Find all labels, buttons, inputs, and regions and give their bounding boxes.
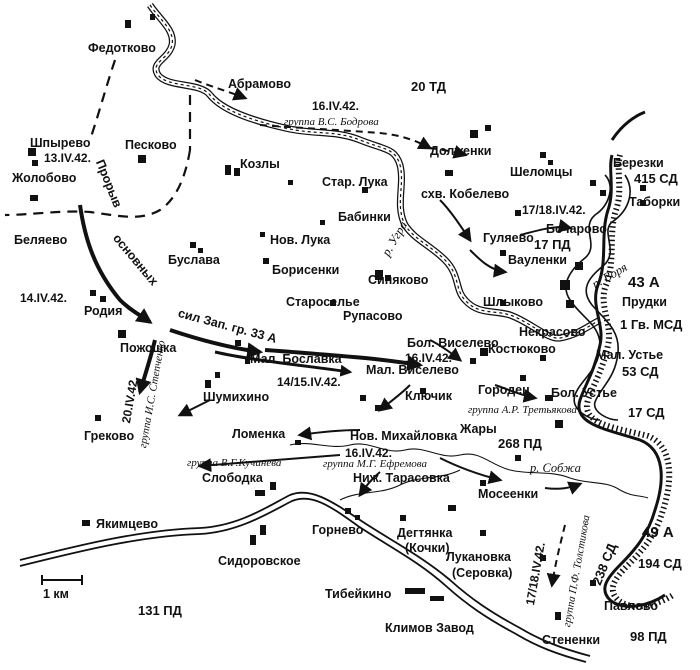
village-skh-kobelevo: схв. Кобелево — [421, 187, 510, 201]
date-14-iv: 14.IV.42. — [20, 291, 67, 305]
village-shpyrevo: Шпырево — [30, 136, 91, 150]
unit-17-pd-north: 17 ПД — [534, 237, 571, 252]
arrow-kluchik — [214, 350, 353, 377]
village-prudki: Прудки — [622, 295, 667, 309]
village-degtyanka: Дегтянка — [397, 526, 453, 540]
village-serovka: (Серовка) — [452, 566, 513, 580]
village-fedotkovo: Федотково — [88, 41, 156, 55]
village-yakimtsevo: Якимцево — [96, 517, 158, 531]
village-zholobovo: Жолобово — [12, 171, 77, 185]
village-rupasovo: Рупасово — [343, 309, 403, 323]
date-16-iv-bol: 16.IV.42. — [405, 351, 452, 365]
village-slobodka: Слободка — [202, 471, 263, 485]
village-star-luka: Стар. Лука — [322, 175, 388, 189]
unit-17-sd: 17 СД — [628, 405, 665, 420]
village-dolzhenki: Долженки — [430, 144, 492, 158]
sozha-stream-2 — [339, 469, 461, 501]
village-mal-ustye: Мал. Устье — [596, 348, 664, 362]
unit-268-pd: 268 ПД — [498, 436, 542, 451]
solid-arrows — [177, 199, 583, 498]
date-16-iv-mid: 16.IV.42. — [345, 446, 392, 460]
scale-label: 1 км — [43, 587, 69, 601]
date-17-18-iv-top: 17/18.IV.42. — [522, 203, 586, 217]
village-pozhoshka: Пожошка — [120, 341, 177, 355]
village-zhary: Жары — [460, 422, 497, 436]
village-shelomtsy: Шеломцы — [510, 165, 573, 179]
village-babinki: Бабинки — [338, 210, 391, 224]
village-shumikhino: Шумихино — [203, 390, 270, 404]
date-16-iv-top: 16.IV.42. — [312, 99, 359, 113]
village-peskovo: Песково — [125, 138, 177, 152]
village-taborki: Таборки — [629, 195, 681, 209]
group-kuchinev: группа В.Г.Кучинева — [187, 457, 282, 469]
scale-bar — [41, 575, 83, 585]
village-sinyakovo: Синяково — [368, 273, 429, 287]
village-gulyaevo: Гуляево — [483, 231, 534, 245]
village-gornevo: Горнево — [312, 523, 364, 537]
unit-49-a: 49 А — [642, 524, 674, 541]
village-buslava: Буслава — [168, 253, 220, 267]
village-mosenki: Мосеенки — [478, 487, 539, 501]
railway — [19, 491, 591, 663]
village-nov-luka: Нов. Лука — [270, 233, 331, 247]
group-efremov: группа М.Г. Ефремова — [323, 458, 427, 470]
dashed-lines — [4, 59, 192, 218]
sozha-stream — [289, 443, 649, 499]
unit-43-a: 43 А — [628, 274, 660, 291]
village-bol-viselevo: Бол. Виселево — [407, 336, 499, 350]
village-nov-mikhaylovka: Нов. Михайловка — [350, 429, 458, 443]
village-sidorovskoe: Сидоровское — [218, 554, 301, 568]
front-line — [577, 154, 675, 610]
village-grekovo: Греково — [84, 429, 135, 443]
village-belyaevo: Беляево — [14, 233, 68, 247]
date-13-iv: 13.IV.42. — [44, 151, 91, 165]
village-lomenka: Ломенка — [232, 427, 286, 441]
village-berezki: Березки — [613, 156, 664, 170]
unit-194-sd: 194 СД — [638, 556, 682, 571]
river-sozha-label: р. Собжа — [530, 461, 581, 475]
village-borisenki: Борисенки — [272, 263, 340, 277]
village-shlykovo: Шлыково — [483, 295, 544, 309]
village-staroselye: Староселье — [286, 295, 360, 309]
breakthrough-arrows — [78, 204, 424, 396]
village-klimov-zavod: Климов Завод — [385, 621, 474, 635]
ugra-river — [147, 2, 602, 342]
unit-20-td: 20 ТД — [411, 79, 446, 94]
village-vaulenki: Вауленки — [508, 253, 567, 267]
group-bodrov: группа В.С. Бодрова — [284, 116, 379, 128]
village-lukanovka: Лукановка — [446, 550, 512, 564]
front-line-ne — [610, 110, 646, 141]
village-kozly: Козлы — [240, 157, 280, 171]
village-kostyukovo: Костюково — [488, 342, 556, 356]
village-mal-boslavka: Мал. Бославка — [250, 352, 342, 366]
unit-131-pd: 131 ПД — [138, 603, 182, 618]
village-nekrasovo: Некрасово — [519, 325, 586, 339]
unit-98-pd: 98 ПД — [630, 629, 667, 644]
village-nizh-tarasovka: Ниж. Тарасовка — [353, 471, 450, 485]
group-tretyakov: группа А.Р. Третьякова — [468, 404, 577, 416]
village-klyuchik: Ключик — [405, 389, 452, 403]
village-tibeykino: Тибейкино — [325, 587, 392, 601]
village-gorodets: Городец — [478, 383, 530, 397]
village-rodiya: Родия — [84, 304, 123, 318]
village-bol-ustye: Бол. Устье — [551, 386, 617, 400]
unit-415-sd: 415 СД — [634, 171, 678, 186]
unit-1-gv-msd: 1 Гв. МСД — [620, 317, 683, 332]
village-abramovo: Абрамово — [228, 77, 292, 91]
settlements — [28, 14, 646, 620]
village-pavlovo: Павлово — [604, 599, 659, 613]
village-kochki: (Кочки) — [405, 541, 450, 555]
village-mal-viselevo: Мал. Виселево — [366, 363, 459, 377]
village-bocharovo: Бочарово — [546, 222, 607, 236]
village-stenenki: Стененки — [542, 633, 601, 647]
unit-53-sd: 53 СД — [622, 364, 659, 379]
dashed-arrows — [194, 79, 566, 588]
date-14-15-iv: 14/15.IV.42. — [277, 375, 341, 389]
